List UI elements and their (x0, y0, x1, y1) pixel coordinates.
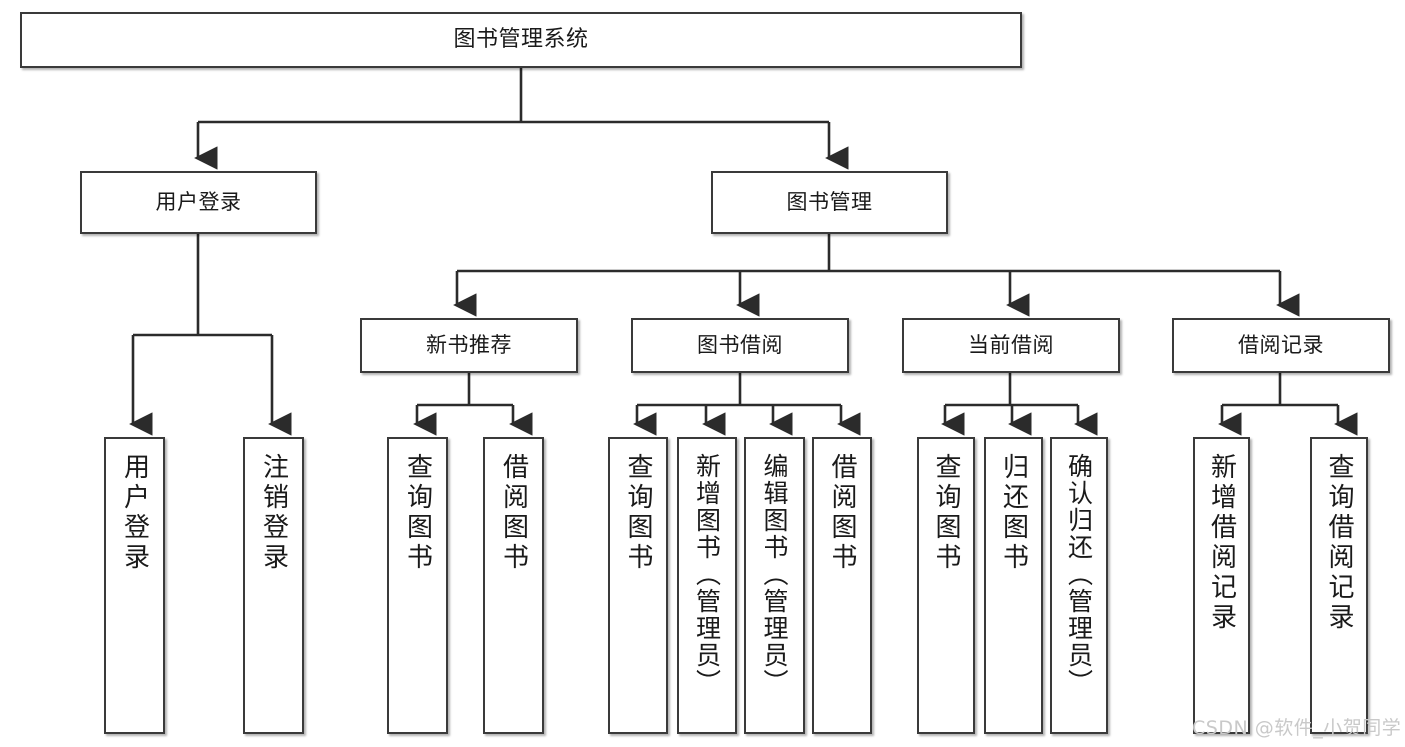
node-leaf-logout[interactable]: 注销登录 (243, 437, 304, 734)
node-leaf-add-book[interactable]: 新增图书（管理员） (677, 437, 737, 734)
node-leaf-confirm-return[interactable]: 确认归还（管理员） (1050, 437, 1108, 734)
node-book-manage-label: 图书管理 (786, 190, 873, 215)
node-leaf-query-book-1[interactable]: 查询图书 (387, 437, 448, 734)
node-current-borrow[interactable]: 当前借阅 (902, 318, 1120, 373)
node-book-borrow-label: 图书借阅 (697, 333, 783, 358)
node-new-book-recommend-label: 新书推荐 (426, 333, 512, 358)
node-user-login[interactable]: 用户登录 (80, 171, 317, 234)
node-leaf-user-login-label: 用户登录 (119, 453, 150, 573)
node-leaf-return-book[interactable]: 归还图书 (984, 437, 1043, 734)
node-leaf-query-record[interactable]: 查询借阅记录 (1310, 437, 1368, 734)
node-leaf-borrow-book-1-label: 借阅图书 (498, 453, 529, 573)
node-leaf-query-book-3-label: 查询图书 (931, 453, 961, 573)
node-leaf-borrow-book-2[interactable]: 借阅图书 (812, 437, 872, 734)
node-book-manage[interactable]: 图书管理 (711, 171, 948, 234)
node-book-borrow[interactable]: 图书借阅 (631, 318, 849, 373)
node-new-book-recommend[interactable]: 新书推荐 (360, 318, 578, 373)
node-leaf-borrow-book-1[interactable]: 借阅图书 (483, 437, 544, 734)
node-leaf-confirm-return-label: 确认归还（管理员） (1064, 453, 1094, 696)
node-leaf-add-book-label: 新增图书（管理员） (692, 453, 722, 696)
node-leaf-query-record-label: 查询借阅记录 (1324, 453, 1354, 633)
node-leaf-query-book-1-label: 查询图书 (402, 453, 433, 573)
node-root-label: 图书管理系统 (453, 27, 589, 53)
csdn-watermark: CSDN @软件_小贺同学 (1192, 717, 1402, 739)
node-leaf-query-book-3[interactable]: 查询图书 (917, 437, 975, 734)
node-borrow-record-label: 借阅记录 (1238, 333, 1324, 358)
node-leaf-return-book-label: 归还图书 (998, 453, 1029, 573)
node-leaf-add-record-label: 新增借阅记录 (1206, 453, 1237, 633)
node-leaf-query-book-2[interactable]: 查询图书 (608, 437, 668, 734)
node-leaf-logout-label: 注销登录 (258, 453, 289, 573)
node-borrow-record[interactable]: 借阅记录 (1172, 318, 1390, 373)
node-leaf-borrow-book-2-label: 借阅图书 (827, 453, 857, 573)
node-leaf-edit-book[interactable]: 编辑图书（管理员） (744, 437, 805, 734)
node-leaf-add-record[interactable]: 新增借阅记录 (1193, 437, 1250, 734)
node-root[interactable]: 图书管理系统 (20, 12, 1022, 68)
node-leaf-query-book-2-label: 查询图书 (623, 453, 653, 573)
node-leaf-edit-book-label: 编辑图书（管理员） (760, 453, 789, 696)
node-leaf-user-login[interactable]: 用户登录 (104, 437, 165, 734)
node-current-borrow-label: 当前借阅 (968, 333, 1054, 358)
node-user-login-label: 用户登录 (155, 190, 242, 215)
